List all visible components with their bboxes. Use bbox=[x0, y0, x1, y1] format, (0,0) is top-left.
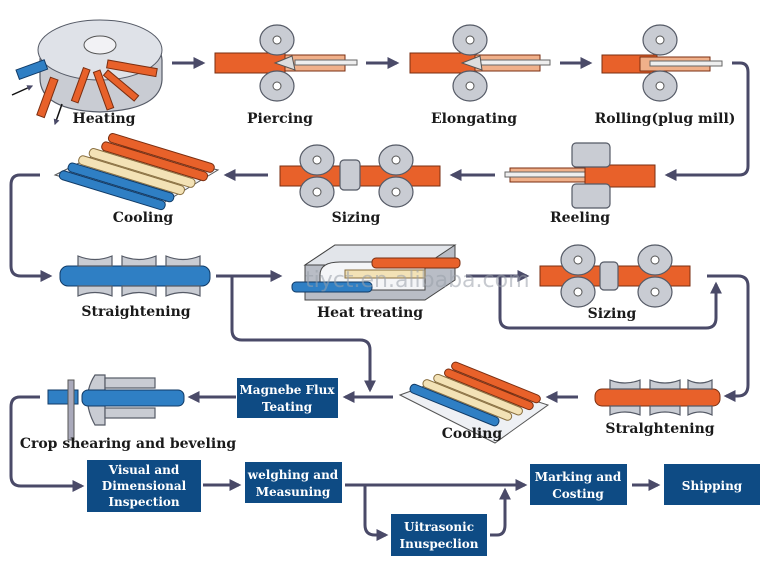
heat-treating-furnace-illustration bbox=[291, 244, 461, 301]
svg-text:Visual and: Visual and bbox=[108, 463, 180, 477]
magnetic-flux-testing-box: Magnebe Flux Teating bbox=[237, 378, 338, 418]
flow-arrows bbox=[9, 57, 750, 541]
svg-text:Inuspeclion: Inuspeclion bbox=[400, 537, 479, 551]
svg-text:Uitrasonic: Uitrasonic bbox=[404, 520, 474, 534]
elongating-illustration bbox=[409, 24, 551, 102]
label-elongating: Elongating bbox=[431, 111, 517, 127]
reeling-illustration bbox=[504, 142, 656, 209]
svg-text:Inspection: Inspection bbox=[108, 495, 180, 509]
label-cooling-2: Cooling bbox=[442, 426, 503, 442]
label-cooling: Cooling bbox=[113, 210, 174, 226]
label-straightening-2: Stralghtening bbox=[605, 421, 714, 437]
label-heat-treating: Heat treating bbox=[317, 305, 423, 321]
sizing-illustration bbox=[279, 144, 441, 208]
label-heating: Heating bbox=[73, 111, 136, 127]
rolling-illustration bbox=[601, 24, 723, 102]
label-crop-shearing: Crop shearing and beveling bbox=[20, 436, 237, 452]
svg-text:Teating: Teating bbox=[262, 400, 313, 414]
label-reeling: Reeling bbox=[550, 210, 610, 226]
label-straightening: Straightening bbox=[81, 304, 190, 320]
svg-text:Measuning: Measuning bbox=[256, 485, 331, 499]
crop-shearing-illustration bbox=[47, 374, 185, 441]
cooling-bed-illustration bbox=[53, 133, 220, 211]
label-sizing-2: Sizing bbox=[588, 306, 637, 322]
weighing-measuring-box: welghing and Measuning bbox=[245, 462, 342, 503]
svg-text:Dimensional: Dimensional bbox=[102, 479, 187, 493]
svg-text:Costing: Costing bbox=[552, 487, 604, 501]
shipping-box: Shipping bbox=[664, 464, 760, 505]
watermark: tiyct.en.alibaba.com bbox=[305, 268, 530, 293]
cooling-bed-2-illustration bbox=[398, 361, 550, 444]
visual-dimensional-inspection-box: Visual and Dimensional Inspection bbox=[87, 460, 201, 512]
svg-text:Magnebe Flux: Magnebe Flux bbox=[240, 383, 336, 397]
label-rolling: Rolling(plug mill) bbox=[595, 111, 736, 127]
label-sizing: Sizing bbox=[332, 210, 381, 226]
svg-text:Shipping: Shipping bbox=[682, 479, 743, 493]
ultrasonic-inspection-box: Uitrasonic Inuspeclion bbox=[391, 514, 487, 556]
marking-coating-box: Marking and Costing bbox=[530, 464, 627, 505]
svg-text:Marking and: Marking and bbox=[535, 470, 622, 484]
heating-furnace-illustration bbox=[11, 19, 163, 126]
sizing-2-illustration bbox=[539, 244, 691, 308]
straightening-illustration bbox=[59, 255, 211, 297]
piercing-illustration bbox=[214, 24, 358, 102]
label-piercing: Piercing bbox=[247, 111, 313, 127]
svg-text:welghing and: welghing and bbox=[247, 468, 339, 482]
straightening-2-illustration bbox=[594, 379, 721, 416]
